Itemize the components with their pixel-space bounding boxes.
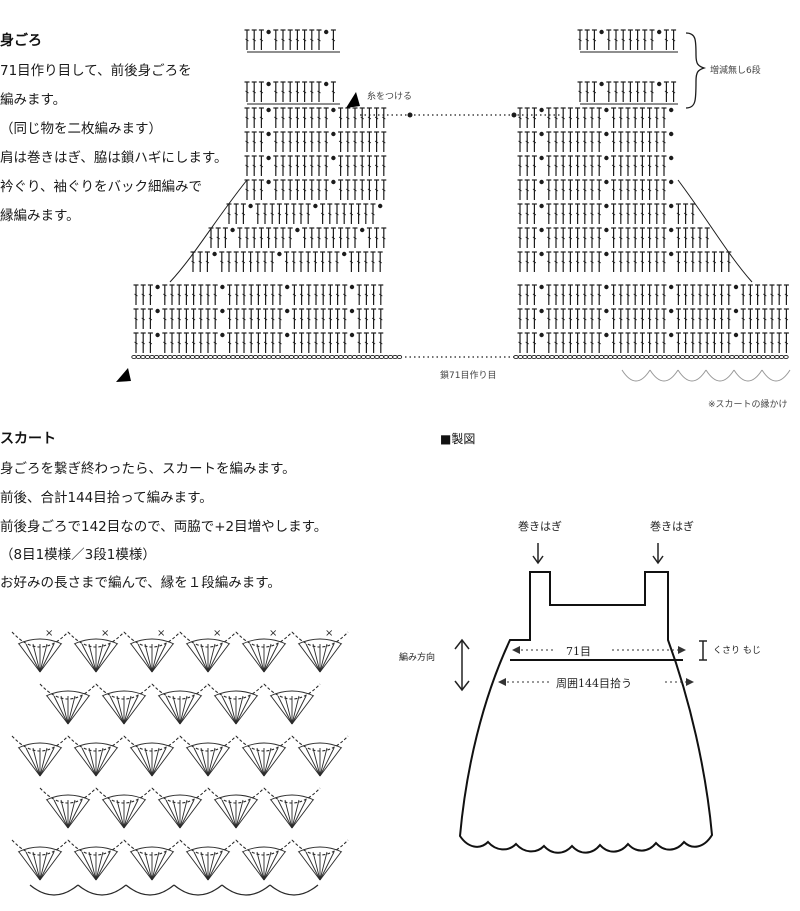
attach-yarn-note: 糸をつける — [367, 92, 413, 102]
bodice-line-1: 71目作り目して、前後身ごろを — [0, 63, 192, 79]
svg-text:×: × — [101, 628, 109, 639]
bodice-line-6: 縁編みます。 — [0, 208, 80, 224]
stitch-row — [244, 107, 387, 128]
svg-text:×: × — [157, 628, 165, 639]
stitch-row — [517, 179, 674, 200]
stitch-row — [244, 179, 387, 200]
stitch-row — [517, 251, 732, 272]
stitch-row — [517, 332, 789, 353]
svg-text:×: × — [269, 628, 277, 639]
yarn-marker-icon — [346, 92, 360, 108]
stitch-row — [577, 81, 677, 102]
stitch-row — [517, 284, 789, 305]
svg-text:×: × — [325, 628, 333, 639]
stitch-row — [517, 227, 710, 248]
right-strap-label: 巻きはぎ — [650, 520, 694, 533]
bodice-crochet-chart — [116, 29, 791, 382]
stitch-row — [190, 251, 383, 272]
stitch-row — [208, 227, 387, 248]
schematic-title: ■製図 — [440, 432, 476, 446]
stitch-row — [244, 131, 387, 152]
bodice-line-2: 編みます。 — [0, 92, 67, 108]
bodice-line-4: 肩は巻きはぎ、脇は鎖ハギにします。 — [0, 150, 228, 166]
start-marker-icon — [116, 368, 131, 382]
stitch-row — [226, 203, 383, 224]
stitch-row — [133, 332, 384, 353]
bodice-header: 身ごろ — [0, 33, 42, 49]
svg-text:×: × — [213, 628, 221, 639]
skirt-line-4: （8目1模様／3段1模様） — [0, 547, 156, 563]
strap-rows-note: 増減無し6段 — [710, 66, 761, 76]
stitch-row — [244, 81, 336, 102]
stitch-row — [577, 29, 677, 50]
edge-sample — [621, 369, 791, 382]
strap-rows-brace — [685, 32, 707, 109]
bodice-line-3: （同じ物を二枚編みます） — [0, 121, 162, 137]
skirt-line-3: 前後身ごろで142目なので、両脇で+2目増やします。 — [0, 519, 328, 535]
stitch-row — [517, 203, 696, 224]
skirt-line-5: お好みの長さまで編んで、縁を１段編みます。 — [0, 575, 281, 591]
svg-text:×: × — [45, 628, 53, 639]
bodice-line-5: 衿ぐり、袖ぐりをバック細編みで — [0, 179, 202, 195]
schematic-outline — [458, 571, 714, 854]
stitch-row — [244, 155, 387, 176]
stitch-row — [244, 29, 336, 50]
skirt-count-label: 周囲144目拾う — [556, 677, 632, 690]
edge-label: くさり もじ — [713, 646, 761, 656]
skirt-edge-note: ※スカートの縁かけ — [708, 400, 788, 410]
stitch-row — [517, 131, 674, 152]
stitch-row — [517, 155, 674, 176]
stitch-row — [517, 107, 674, 128]
skirt-stitch-pattern: × × × × × × — [11, 628, 349, 896]
foundation-chain-note: 鎖71目作り目 — [440, 371, 497, 381]
skirt-line-2: 前後、合計144目拾って編みます。 — [0, 490, 213, 506]
direction-label: 編み方向 — [399, 653, 436, 663]
skirt-header: スカート — [0, 431, 56, 447]
skirt-line-1: 身ごろを繋ぎ終わったら、スカートを編みます。 — [0, 461, 296, 477]
stitch-row — [517, 308, 789, 329]
left-strap-label: 巻きはぎ — [518, 520, 562, 533]
stitch-row — [133, 308, 384, 329]
bodice-count-label: 71目 — [566, 645, 591, 658]
stitch-row — [133, 284, 384, 305]
